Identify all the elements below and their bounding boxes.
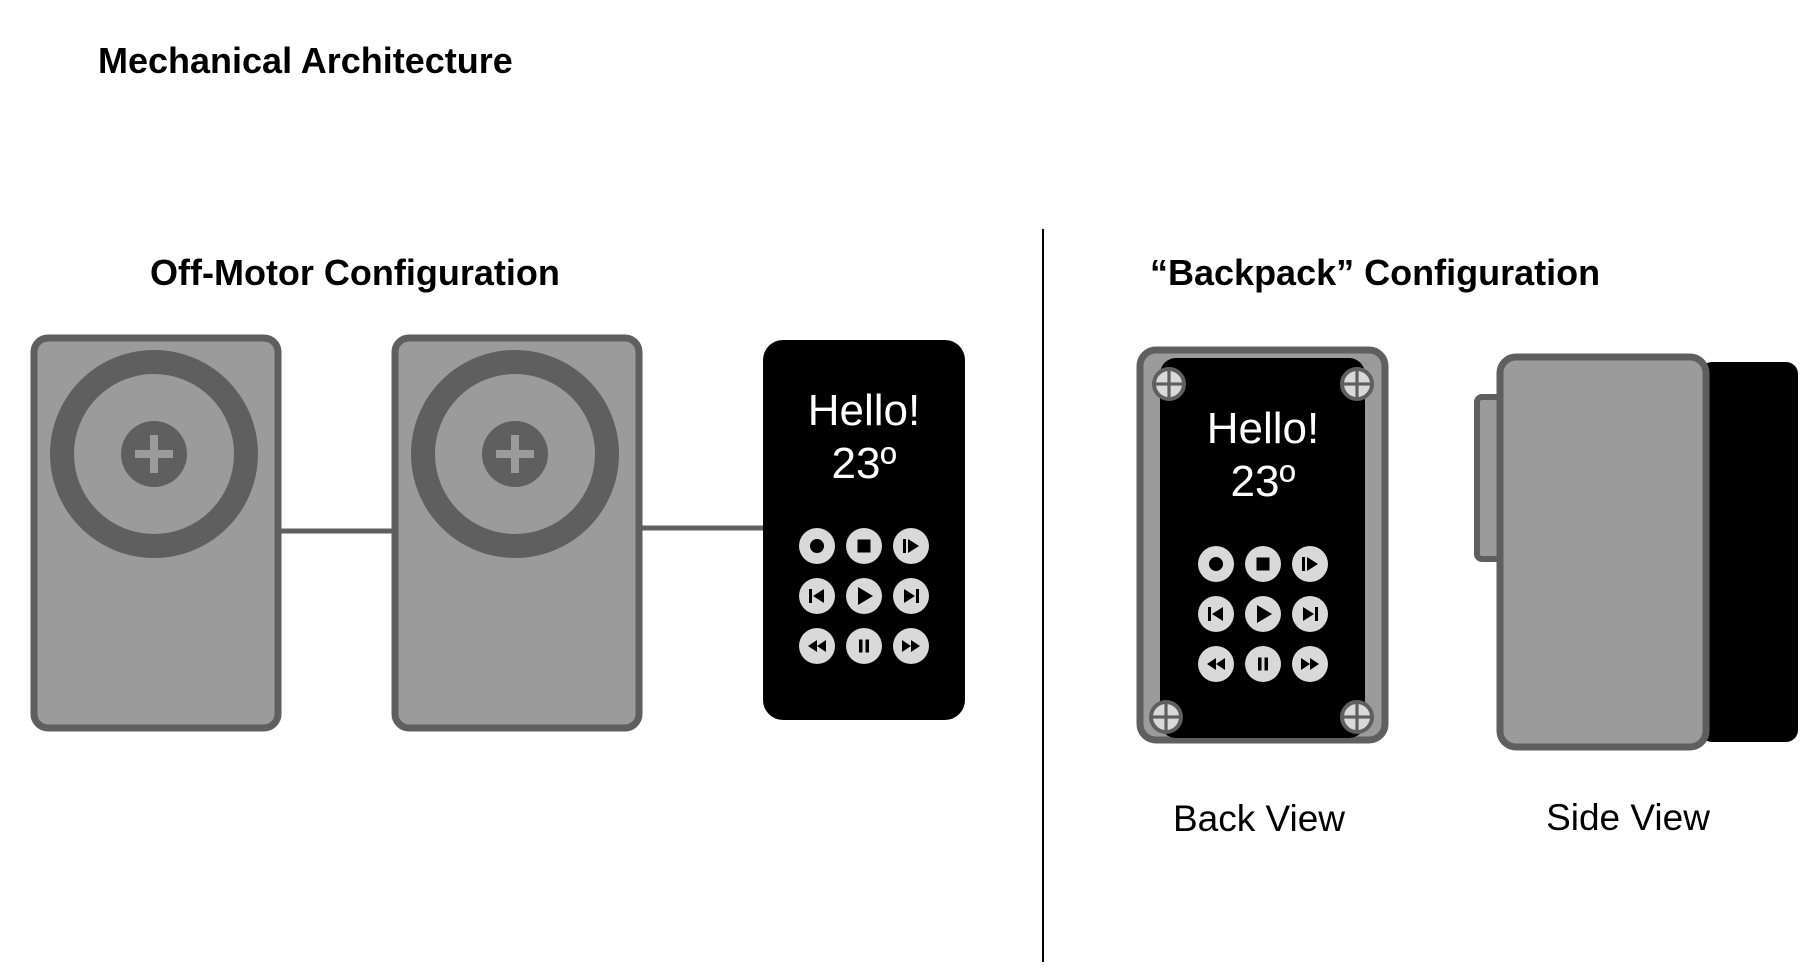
off-motor-section-title: Off-Motor Configuration: [150, 252, 560, 293]
backpack-button-grid: [1198, 546, 1328, 682]
motor-module-2: [395, 338, 639, 728]
display-button-grid: [799, 528, 929, 664]
motor-module-1: [34, 338, 278, 728]
backpack-section-title: “Backpack” Configuration: [1150, 252, 1600, 293]
screw-bottom-left-icon: [1149, 700, 1183, 734]
backpack-configuration: Hello! 23º Back View Side View: [1136, 346, 1798, 839]
back-view-label: Back View: [1173, 798, 1345, 839]
side-view-label: Side View: [1546, 797, 1710, 838]
display-temperature: 23º: [831, 439, 896, 488]
backpack-display-temperature: 23º: [1230, 457, 1295, 506]
screw-top-left-icon: [1152, 367, 1186, 401]
screw-bottom-right-icon: [1340, 700, 1374, 734]
side-view: [1474, 353, 1798, 751]
display-module: Hello! 23º: [763, 340, 965, 720]
backpack-display-greeting: Hello!: [1207, 404, 1320, 453]
display-greeting: Hello!: [808, 386, 921, 435]
diagram-title: Mechanical Architecture: [98, 40, 513, 81]
screw-top-right-icon: [1340, 367, 1374, 401]
off-motor-configuration: Hello! 23º: [34, 338, 965, 728]
back-view: Hello! 23º: [1136, 346, 1389, 744]
